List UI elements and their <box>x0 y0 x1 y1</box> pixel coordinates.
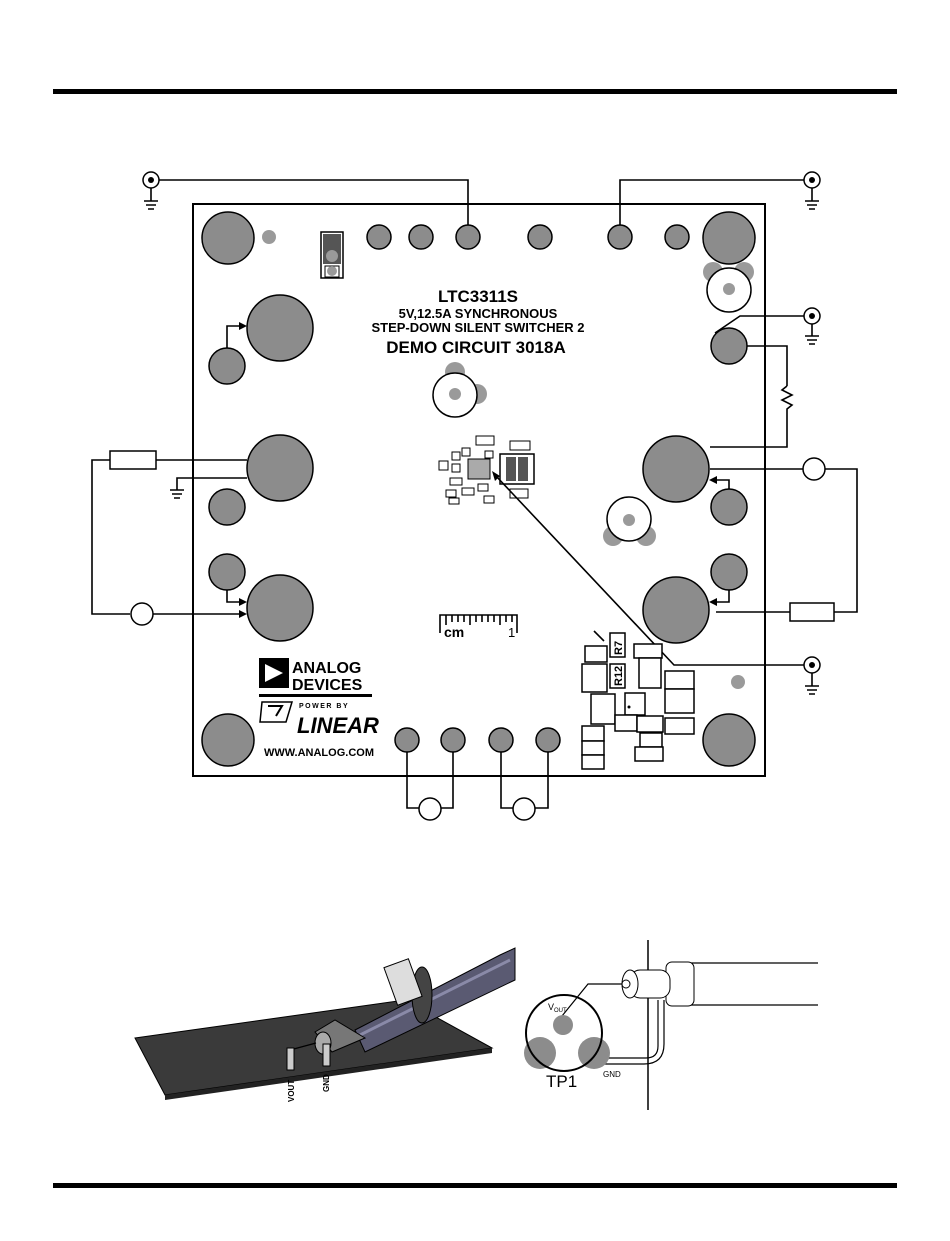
turret-pad <box>489 728 513 752</box>
label-gnd: GND <box>322 1074 331 1092</box>
smd-part <box>485 451 493 458</box>
ground-symbol <box>805 673 819 694</box>
turret-pad <box>209 348 245 384</box>
coax-connector <box>148 177 154 183</box>
ruler-unit: cm <box>444 624 464 640</box>
jumper-pin <box>326 250 338 262</box>
tp1-socket <box>578 1037 610 1069</box>
ruler-mark: 1 <box>508 625 515 640</box>
smd-part <box>462 488 474 495</box>
ic-chip <box>468 459 490 479</box>
pin <box>323 1044 330 1066</box>
demo-board-diagram: LTC3311S 5V,12.5A SYNCHRONOUS STEP-DOWN … <box>0 0 950 900</box>
smd-part <box>476 436 494 445</box>
turret-pad <box>209 489 245 525</box>
turret-pad <box>456 225 480 249</box>
label-vout: VOUT <box>287 1080 296 1102</box>
power-pad <box>247 575 313 641</box>
board-desc-line3: DEMO CIRCUIT 3018A <box>386 338 565 357</box>
wire <box>92 460 130 614</box>
turret-pad <box>711 554 747 590</box>
pin <box>287 1048 294 1070</box>
turret-pad <box>409 225 433 249</box>
load-resistor <box>110 451 156 469</box>
logo-line1: ANALOG <box>292 660 361 677</box>
turret-pad <box>711 328 747 364</box>
turret-pad <box>608 225 632 249</box>
inductor <box>506 457 516 481</box>
logo-mark <box>259 694 372 697</box>
turret-pad <box>395 728 419 752</box>
probe-socket <box>623 514 635 526</box>
tp1-socket <box>553 1015 573 1035</box>
probe-clip <box>384 959 422 1005</box>
logo-power-by: POWER BY <box>299 703 349 710</box>
coax-connector <box>809 177 815 183</box>
ground-symbol <box>170 490 184 498</box>
turret-pad <box>536 728 560 752</box>
website: WWW.ANALOG.COM <box>264 747 374 759</box>
meter-symbol <box>419 798 441 820</box>
smd-part <box>446 490 456 497</box>
board-desc-line2: STEP-DOWN SILENT SWITCHER 2 <box>371 320 584 335</box>
fiducial <box>262 230 276 244</box>
board-part-number: LTC3311S <box>438 287 518 306</box>
label-v: VOUT <box>548 1002 567 1014</box>
turret-pad <box>711 489 747 525</box>
ground-symbol <box>144 188 158 209</box>
label-gnd: GND <box>603 1070 621 1079</box>
inductor <box>518 457 528 481</box>
inductor <box>500 454 534 484</box>
probe-body <box>688 963 818 1005</box>
probe-socket <box>723 283 735 295</box>
meter-symbol <box>803 458 825 480</box>
smd-part <box>452 452 460 460</box>
label-tp1: TP1 <box>546 1072 577 1091</box>
probe-socket <box>449 388 461 400</box>
coax-connector <box>809 662 815 668</box>
turret-pad <box>367 225 391 249</box>
probe-closeup: VOUT GND TP1 <box>518 940 818 1110</box>
label-r12: R12 <box>613 666 625 686</box>
logo-line2: DEVICES <box>292 677 363 694</box>
meter-symbol <box>513 798 535 820</box>
mount-pad-bottom-right <box>703 714 755 766</box>
power-pad <box>247 295 313 361</box>
smd-part <box>484 496 494 503</box>
bottom-rule <box>53 1183 897 1188</box>
load-resistor <box>790 603 834 621</box>
turret-pad <box>528 225 552 249</box>
label-out-sub: OUT <box>554 1008 567 1014</box>
meter-symbol <box>131 603 153 625</box>
smd-part <box>478 484 488 491</box>
board-desc-line1: 5V,12.5A SYNCHRONOUS <box>399 306 558 321</box>
turret-pad <box>665 225 689 249</box>
probe-3d-illustration: VOUT GND <box>120 940 520 1110</box>
label-r7: R7 <box>613 641 625 655</box>
turret-pad <box>209 554 245 590</box>
smd-part <box>449 498 459 504</box>
power-pad <box>247 435 313 501</box>
smd-part <box>450 478 462 485</box>
smd-part <box>439 461 448 470</box>
ground-symbol <box>805 324 819 344</box>
logo-linear: LINEAR <box>297 713 379 738</box>
power-pad <box>643 436 709 502</box>
probe-tip <box>622 980 630 988</box>
tp1-socket <box>524 1037 556 1069</box>
mount-pad-top-left <box>202 212 254 264</box>
mount-pad-top-right <box>703 212 755 264</box>
smd-part <box>452 464 460 472</box>
ground-symbol <box>805 188 819 209</box>
mount-pad-bottom-left <box>202 714 254 766</box>
wire <box>825 469 857 612</box>
smd-part <box>462 448 470 456</box>
probe-wire <box>562 984 622 1016</box>
jumper-pin <box>327 266 337 276</box>
coax-connector <box>809 313 815 319</box>
fiducial <box>731 675 745 689</box>
power-pad <box>643 577 709 643</box>
smd-part <box>510 441 530 450</box>
turret-pad <box>441 728 465 752</box>
